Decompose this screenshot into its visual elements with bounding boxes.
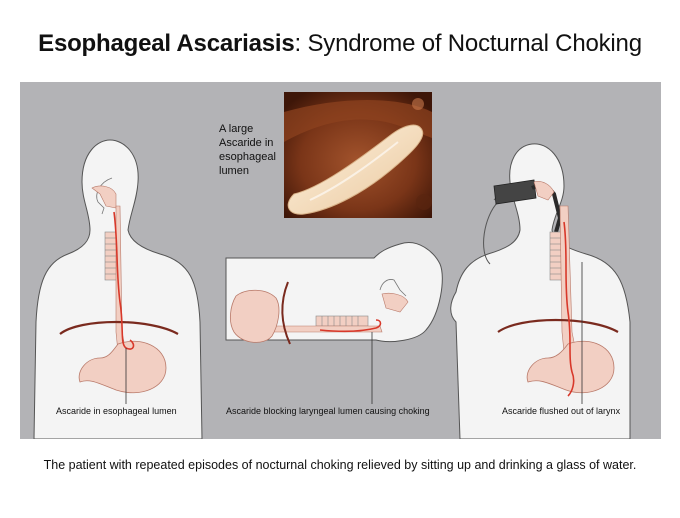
photo-label: A large Ascaride in esophageal lumen [219, 123, 276, 177]
middle-worm [319, 319, 382, 333]
middle-diaphragm [281, 281, 291, 345]
left-nasal-cavity [91, 185, 117, 209]
endoscopy-photo [284, 92, 432, 218]
right-nasal-cavity [533, 181, 555, 201]
middle-face-profile [379, 279, 407, 297]
middle-nasal-cavity [381, 292, 409, 313]
right-glass [493, 179, 537, 205]
middle-stomach [230, 289, 280, 343]
middle-body-outline [225, 242, 443, 343]
page-title: Esophageal Ascariasis: Syndrome of Noctu… [0, 30, 680, 58]
middle-figure [225, 242, 443, 404]
caption-right: Ascaride flushed out of larynx [502, 406, 621, 416]
right-diaphragm [497, 318, 619, 333]
illustration-svg [33, 92, 631, 439]
left-diaphragm [59, 320, 179, 335]
left-stomach [78, 340, 167, 394]
title-bold: Esophageal Ascariasis [38, 30, 295, 57]
footer-note: The patient with repeated episodes of no… [43, 458, 637, 472]
title-rest: : Syndrome of Nocturnal Choking [294, 30, 643, 57]
caption-left: Ascaride in esophageal lumen [56, 406, 177, 416]
left-worm [113, 211, 135, 350]
illustration-panel: A large Ascaride in esophageal lumen Asc… [20, 82, 661, 439]
right-worm [563, 221, 575, 397]
right-figure [450, 143, 631, 439]
middle-trachea [315, 315, 369, 327]
caption-middle: Ascaride blocking laryngeal lumen causin… [226, 406, 430, 416]
left-figure [33, 139, 203, 439]
